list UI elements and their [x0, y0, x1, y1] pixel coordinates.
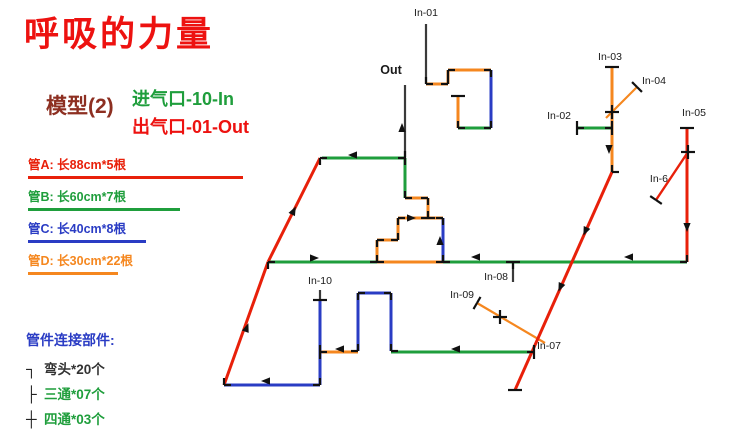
connector-header: 管件连接部件: — [26, 332, 115, 348]
diagram-label: In-04 — [642, 75, 666, 87]
flow-arrow-icon — [241, 323, 249, 333]
legend-label: 管C: 长40cm*8根 — [28, 222, 126, 236]
diagram-label: In-09 — [450, 289, 474, 301]
flow-arrow-icon — [398, 123, 406, 132]
legend-item: 管C: 长40cm*8根 — [28, 222, 258, 243]
junction-icon — [391, 233, 400, 242]
junction-icon — [484, 68, 493, 77]
junction-icon — [436, 255, 450, 264]
junction-icon — [356, 291, 365, 300]
diagram-label: In-03 — [598, 51, 622, 63]
flow-arrow-icon — [261, 377, 270, 385]
junction-icon — [421, 196, 430, 205]
junction-icon — [446, 68, 455, 77]
legend-bar — [28, 240, 146, 243]
connector-item: ├ 三通*07个 — [26, 382, 115, 407]
junction-icon — [389, 344, 398, 353]
legend-item: 管D: 长30cm*22根 — [28, 254, 258, 275]
legend-bar — [28, 176, 243, 179]
diagram-label: In-07 — [537, 340, 561, 352]
junction-icon — [649, 195, 663, 205]
legend-item: 管B: 长60cm*7根 — [28, 190, 258, 211]
pipe-segment — [513, 171, 614, 391]
cross-icon: ┼ — [26, 411, 37, 428]
flow-arrow-icon — [288, 206, 296, 217]
flow-arrow-icon — [624, 253, 633, 261]
junction-icon — [318, 345, 327, 359]
junction-icon — [370, 255, 384, 264]
diagram-label: In-10 — [308, 275, 332, 287]
flow-arrow-icon — [335, 345, 344, 353]
legend-label: 管B: 长60cm*7根 — [28, 190, 126, 204]
pipe-segment — [222, 261, 270, 386]
diagram-label: In-01 — [414, 7, 438, 19]
pipe-segment — [476, 302, 546, 344]
junction-icon — [266, 260, 275, 269]
connector-label: 三通*07个 — [44, 387, 105, 402]
junction-icon — [456, 121, 465, 130]
flow-arrow-icon — [310, 254, 319, 262]
diagram-label: Out — [380, 63, 402, 77]
flow-arrow-icon — [471, 253, 480, 261]
junction-icon — [527, 345, 536, 359]
junction-icon — [680, 255, 689, 264]
junction-icon — [605, 105, 619, 119]
diagram-label: In-02 — [547, 110, 571, 122]
legend-label: 管D: 长30cm*22根 — [28, 254, 133, 268]
connector-item: ┼ 四通*03个 — [26, 407, 115, 432]
model-name: 模型(2) — [46, 95, 114, 118]
junction-icon — [403, 191, 412, 200]
junction-icon — [575, 121, 584, 135]
pipe-segment — [655, 151, 689, 201]
junction-icon — [318, 156, 327, 165]
connector-label: 弯头*20个 — [44, 362, 105, 377]
legend-label: 管A: 长88cm*5根 — [28, 158, 126, 172]
flow-arrow-icon — [407, 214, 416, 222]
legend-item: 管A: 长88cm*5根 — [28, 158, 258, 179]
junction-icon — [313, 378, 322, 387]
legend-bar — [28, 208, 180, 211]
junction-icon — [421, 211, 435, 220]
outlet-label: 出气口-01-Out — [132, 117, 249, 137]
junction-icon — [681, 145, 695, 159]
junction-icon — [398, 151, 407, 165]
flow-arrow-icon — [683, 223, 691, 232]
connector-label: 四通*03个 — [44, 412, 105, 427]
pipe-legend: 管A: 长88cm*5根管B: 长60cm*7根管C: 长40cm*8根管D: … — [28, 158, 258, 286]
legend-bar — [28, 272, 118, 275]
junction-icon — [631, 81, 643, 93]
junction-icon — [222, 378, 231, 387]
elbow-icon: ┐ — [26, 361, 37, 378]
junction-icon — [441, 77, 450, 86]
junction-icon — [375, 238, 384, 247]
junction-icon — [436, 216, 445, 225]
diagram-label: In-05 — [682, 107, 706, 119]
junction-icon — [493, 310, 507, 324]
diagram-label: In-6 — [650, 173, 668, 185]
diagram-label: In-08 — [484, 271, 508, 283]
flow-arrow-icon — [451, 345, 460, 353]
flow-arrow-icon — [583, 225, 591, 236]
connector-item: ┐ 弯头*20个 — [26, 357, 115, 382]
flow-arrow-icon — [436, 236, 444, 245]
junction-icon — [506, 260, 520, 269]
junction-icon — [610, 165, 619, 174]
junction-icon — [351, 344, 360, 353]
junction-icon — [384, 291, 393, 300]
flow-arrow-icon — [558, 281, 566, 292]
junction-icon — [472, 296, 482, 310]
page-title: 呼吸的力量 — [24, 15, 215, 54]
tee-icon: ├ — [26, 386, 37, 403]
junction-icon — [484, 121, 493, 130]
junction-icon — [396, 216, 405, 225]
flow-arrow-icon — [348, 151, 357, 159]
connector-list: 管件连接部件: ┐ 弯头*20个 ├ 三通*07个 ┼ 四通*03个 — [26, 330, 115, 432]
junction-icon — [424, 77, 433, 86]
junction-icon — [605, 121, 614, 135]
flow-arrow-icon — [605, 145, 613, 154]
inlet-label: 进气口-10-In — [132, 89, 235, 109]
